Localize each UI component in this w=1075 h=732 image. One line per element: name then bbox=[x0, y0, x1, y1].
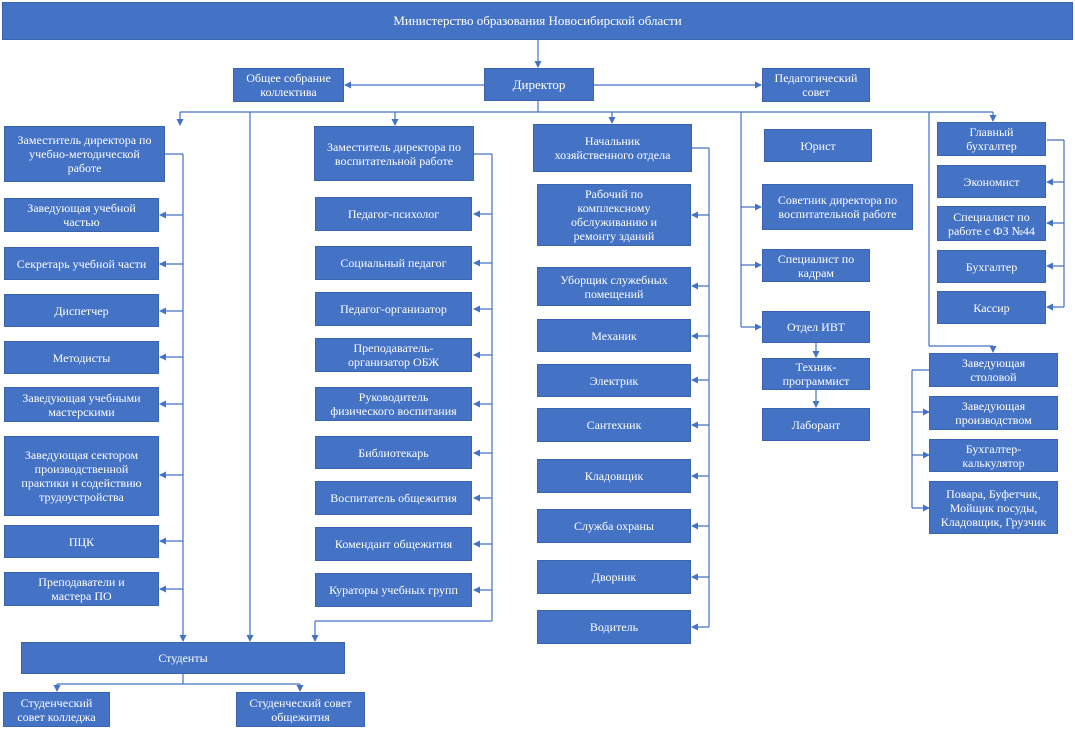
workshops-head-box: Заведующая учебными мастерскими bbox=[4, 387, 159, 422]
kitchen-staff-box: Повара, Буфетчик, Мойщик посуды, Кладовщ… bbox=[929, 481, 1058, 534]
director-box: Директор bbox=[484, 68, 594, 101]
social-pedagogue-box: Социальный педагог bbox=[315, 246, 472, 280]
cleaner-box: Уборщик служебных помещений bbox=[537, 267, 691, 306]
electrician-box: Электрик bbox=[537, 364, 691, 397]
plumber-box: Сантехник bbox=[537, 408, 691, 442]
practice-sector-head-box: Заведующая сектором производственной пра… bbox=[4, 436, 159, 516]
librarian-box: Библиотекарь bbox=[315, 436, 472, 469]
hr-specialist-box: Специалист по кадрам bbox=[762, 249, 870, 282]
household-chief-box: Начальник хозяйственного отдела bbox=[533, 124, 692, 172]
maintenance-worker-box: Рабочий по комплексному обслуживанию и р… bbox=[537, 184, 691, 246]
general-meeting-box: Общее собрание коллектива bbox=[233, 68, 344, 102]
deputy-methodical-box: Заместитель директора по учебно-методиче… bbox=[4, 126, 165, 182]
dispatcher-box: Диспетчер bbox=[4, 294, 159, 327]
pedagogue-organizer-box: Педагог-организатор bbox=[315, 292, 472, 326]
advisor-box: Советник директора по воспитательной раб… bbox=[762, 184, 913, 230]
pedagogical-council-box: Педагогический совет bbox=[762, 68, 870, 102]
mechanic-box: Механик bbox=[537, 319, 691, 352]
obzh-teacher-box: Преподаватель- организатор ОБЖ bbox=[315, 338, 472, 372]
dorm-commandant-box: Комендант общежития bbox=[315, 527, 472, 561]
ministry-box: Министерство образования Новосибирской о… bbox=[2, 2, 1073, 40]
study-secretary-box: Секретарь учебной части bbox=[4, 247, 159, 280]
teachers-masters-box: Преподаватели и мастера ПО bbox=[4, 572, 159, 606]
head-of-studies-box: Заведующая учебной частью bbox=[4, 198, 159, 232]
methodists-box: Методисты bbox=[4, 341, 159, 374]
pck-box: ПЦК bbox=[4, 525, 159, 558]
ivt-department-box: Отдел ИВТ bbox=[762, 311, 870, 343]
group-curators-box: Кураторы учебных групп bbox=[315, 573, 472, 607]
fz44-specialist-box: Специалист по работе с ФЗ №44 bbox=[937, 206, 1046, 241]
lab-assistant-box: Лаборант bbox=[762, 408, 870, 441]
college-student-council-box: Студенческий совет колледжа bbox=[3, 692, 110, 727]
programmer-box: Техник- программист bbox=[762, 358, 870, 390]
chief-accountant-box: Главный бухгалтер bbox=[937, 122, 1046, 156]
accountant-box: Бухгалтер bbox=[937, 250, 1046, 283]
storekeeper-box: Кладовщик bbox=[537, 459, 691, 493]
dorm-student-council-box: Студенческий совет общежития bbox=[236, 692, 365, 727]
economist-box: Экономист bbox=[937, 165, 1046, 198]
driver-box: Водитель bbox=[537, 610, 691, 644]
lawyer-box: Юрист bbox=[764, 129, 872, 162]
pe-head-box: Руководитель физического воспитания bbox=[315, 387, 472, 421]
dorm-educator-box: Воспитатель общежития bbox=[315, 481, 472, 515]
accountant-calculator-box: Бухгалтер- калькулятор bbox=[929, 439, 1058, 472]
security-box: Служба охраны bbox=[537, 509, 691, 543]
cashier-box: Кассир bbox=[937, 291, 1046, 324]
production-head-box: Заведующая производством bbox=[929, 396, 1058, 430]
janitor-box: Дворник bbox=[537, 560, 691, 594]
psychologist-box: Педагог-психолог bbox=[315, 197, 472, 231]
deputy-educational-box: Заместитель директора по воспитательной … bbox=[314, 126, 474, 181]
students-box: Студенты bbox=[21, 642, 345, 674]
canteen-head-box: Заведующая столовой bbox=[929, 353, 1058, 387]
